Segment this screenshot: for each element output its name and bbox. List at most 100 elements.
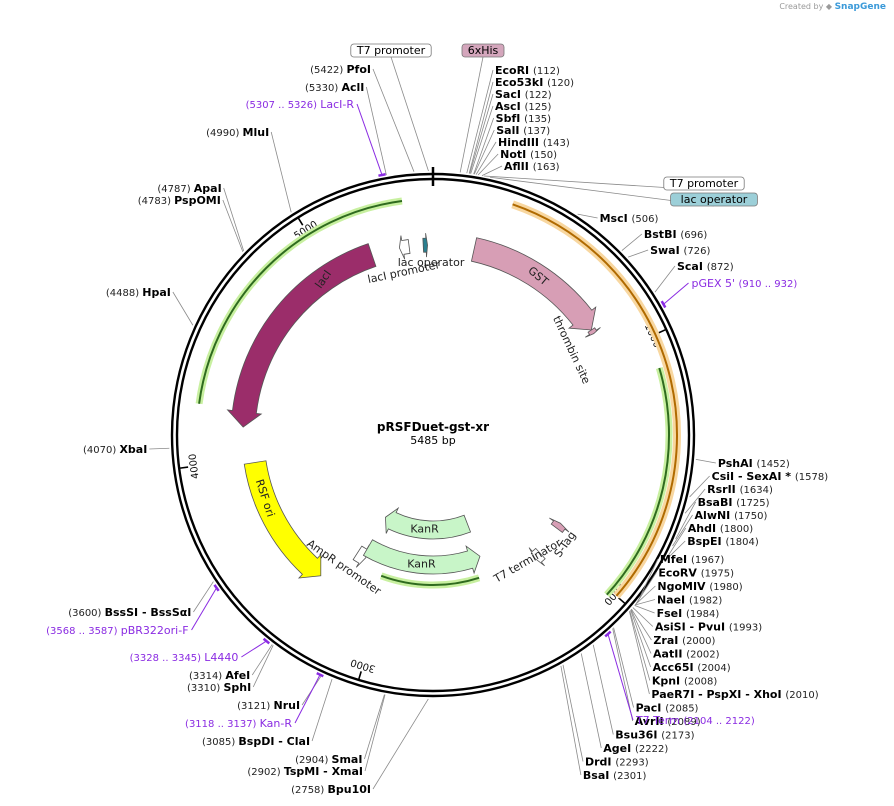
site-leader-line [632, 607, 654, 627]
primer-t7-term: T7 Term (2104 .. 2122) [635, 714, 755, 727]
site-text: (4990) MluI [206, 126, 269, 139]
primer-site-marker [262, 637, 271, 645]
site-acc65i: Acc65I (2004) [653, 661, 731, 674]
site-leader-line [372, 698, 429, 790]
site-text: FseI (1984) [657, 607, 720, 620]
site-leader-line [627, 249, 649, 258]
site-avrii: AvrII (2089) [635, 715, 701, 728]
orf-arc-right [606, 367, 670, 596]
site-text: PacI (2085) [636, 702, 699, 715]
site-text: (3314) AfeI [189, 669, 250, 682]
feature-label-t7-terminator: T7 terminator [491, 536, 564, 586]
site-text: SbfI (135) [496, 112, 552, 125]
site-text: BsaBI (1725) [698, 496, 770, 509]
primer-l4440: (3328 .. 3345) L4440 [130, 651, 239, 664]
site-noti: NotI (150) [500, 148, 557, 161]
site-paer7i: PaeR7I - PspXI - XhoI (2010) [651, 688, 818, 701]
orf-arc-bottom [380, 574, 480, 587]
site-text: MfeI (1967) [660, 553, 724, 566]
site-text: RsrII (1634) [707, 483, 773, 496]
site-leader-line [372, 68, 415, 172]
site-asci: AscI (125) [495, 100, 552, 113]
site-text: SalI (137) [496, 124, 550, 137]
site-text: (2758) Bpu10I [291, 783, 371, 796]
site-text: BspEI (1804) [687, 535, 759, 548]
site-leader-line [364, 694, 386, 772]
feature-rsf-ori-arrow [243, 460, 322, 579]
site-text: ScaI (872) [677, 260, 734, 273]
site-sali: SalI (137) [496, 124, 550, 137]
site-pspomi: (4783) PspOMI [138, 194, 221, 207]
site-text: NotI (150) [500, 148, 557, 161]
site-smai: (2904) SmaI [295, 753, 362, 766]
primer-leader-line [356, 103, 383, 176]
site-bspdi: (3085) BspDI - ClaI [202, 735, 310, 748]
site-leader-line [223, 187, 245, 252]
site-text: AvrII (2089) [635, 715, 701, 728]
site-leader-line [251, 644, 273, 676]
site-eco53ki: Eco53kI (120) [495, 76, 574, 89]
site-text: SacI (122) [495, 88, 552, 101]
boxed-label-frame [350, 43, 432, 58]
site-leader-line [630, 609, 652, 654]
backbone-rings [170, 167, 696, 698]
site-bstbi: BstBI (696) [644, 228, 707, 241]
restriction-sites: EcoRI (112)Eco53kI (120)SacI (122)AscI (… [68, 63, 828, 796]
site-leader-line [172, 291, 194, 326]
site-text: ZraI (2000) [653, 634, 715, 647]
site-hpai: (4488) HpaI [106, 286, 171, 299]
tick-label: 3000 [349, 656, 377, 674]
site-text: BsaI (2301) [583, 769, 647, 782]
site-tspmi: (2902) TspMI - XmaI [247, 765, 363, 778]
site-drdi: DrdI (2293) [585, 756, 649, 769]
site-text: AatII (2002) [653, 648, 720, 661]
plasmid-name: pRSFDuet-gst-xr [377, 420, 489, 434]
feature-stag-arrow [549, 517, 570, 534]
site-text: AlwNI (1750) [695, 509, 768, 522]
site-text: (3310) SphI [187, 681, 251, 694]
tick-mark [657, 329, 666, 334]
site-text: BstBI (696) [644, 228, 707, 241]
primer-leader-line [607, 633, 634, 721]
site-scai: ScaI (872) [677, 260, 734, 273]
site-leader-line [580, 653, 602, 749]
site-ecorv: EcoRV (1975) [658, 567, 734, 580]
site-leader-line [654, 265, 676, 293]
orf-arc-orange [512, 203, 678, 597]
feature-lac-operator-box [422, 233, 428, 258]
primer-leader-line [294, 674, 321, 724]
site-csii: CsiI - SexAI * (1578) [712, 470, 829, 483]
feature-laci-arrow [226, 243, 377, 428]
site-leader-line [621, 233, 643, 251]
boxed-leader-line [390, 56, 429, 172]
tick-mark [618, 597, 626, 604]
tick-mark [180, 466, 189, 469]
site-text: SwaI (726) [650, 244, 710, 257]
site-leader-line [473, 117, 495, 175]
site-leader-line [684, 488, 706, 514]
site-leader-line [675, 501, 696, 540]
site-leader-line [473, 129, 495, 175]
site-text: EcoRV (1975) [658, 567, 734, 580]
site-bsu36i: Bsu36I (2173) [615, 729, 694, 742]
site-text: CsiI - SexAI * (1578) [712, 470, 829, 483]
site-text: (3600) BssSI - BssSαI [68, 606, 191, 619]
site-bsssi: (3600) BssSI - BssSαI [68, 606, 191, 619]
orf-arc-laci [198, 200, 403, 404]
site-leader-line [477, 153, 499, 176]
site-text: PshAI (1452) [718, 457, 790, 470]
site-text: MscI (506) [600, 212, 659, 225]
site-leader-line [629, 611, 650, 695]
site-text: (5330) AclI [305, 81, 364, 94]
boxed-label-frame [670, 192, 758, 207]
primer-leader-line [241, 640, 267, 658]
site-leader-line [222, 199, 244, 253]
primer-site-marker [213, 584, 220, 592]
site-text: NaeI (1982) [657, 594, 722, 607]
site-afei: (3314) AfeI [189, 669, 250, 682]
site-leader-line [637, 558, 659, 602]
site-kpni: KpnI (2008) [652, 675, 718, 688]
site-apai: (4787) ApaI [157, 182, 221, 195]
